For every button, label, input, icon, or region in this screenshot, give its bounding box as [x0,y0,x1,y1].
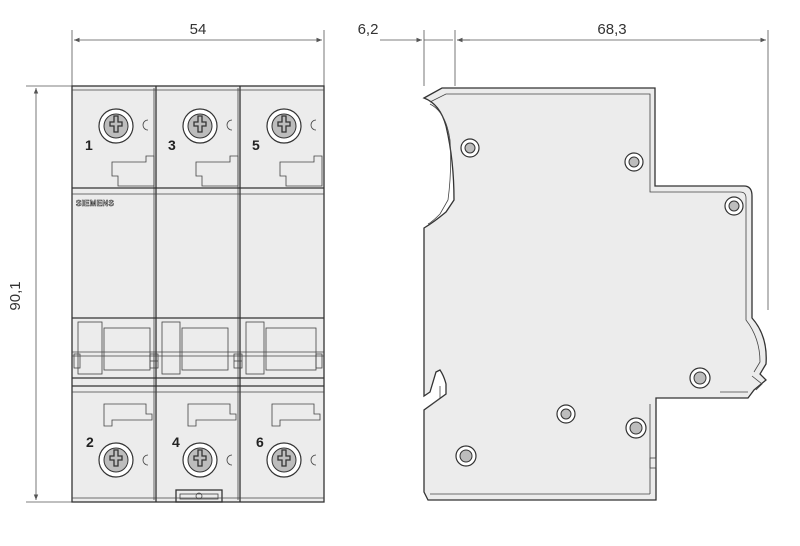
side-view [422,87,767,501]
dimension-offset-label: 6,2 [358,21,379,38]
front-view: 1 3 5 SIEMENS [71,85,325,503]
brand-logo: SIEMENS [76,199,114,208]
dimension-offset: 6,2 [358,21,470,86]
dimension-width-label: 54 [190,21,207,38]
rivet-holes [455,138,744,467]
top-terminal-1: 1 [85,108,155,187]
terminal-label-bottom-2: 2 [86,434,94,450]
terminal-label-bottom-6: 6 [256,434,264,450]
bottom-terminal-2: 2 [86,403,153,478]
terminal-label-top-3: 3 [168,137,176,153]
terminal-label-top-1: 1 [85,137,93,153]
bottom-terminal-4: 4 [172,403,237,478]
din-clip-latch [175,489,223,503]
dimension-width: 54 [71,21,325,86]
top-terminal-3: 3 [168,108,239,187]
top-terminal-5: 5 [252,108,323,187]
bottom-terminal-6: 6 [256,403,321,478]
terminal-label-top-5: 5 [252,137,260,153]
terminal-label-bottom-4: 4 [172,434,180,450]
dimension-height-label: 90,1 [7,281,24,310]
dimension-depth: 68,3 [457,21,769,310]
toggle-mechanism [72,321,324,375]
dimension-depth-label: 68,3 [597,21,626,38]
dimension-height: 90,1 [7,85,72,503]
